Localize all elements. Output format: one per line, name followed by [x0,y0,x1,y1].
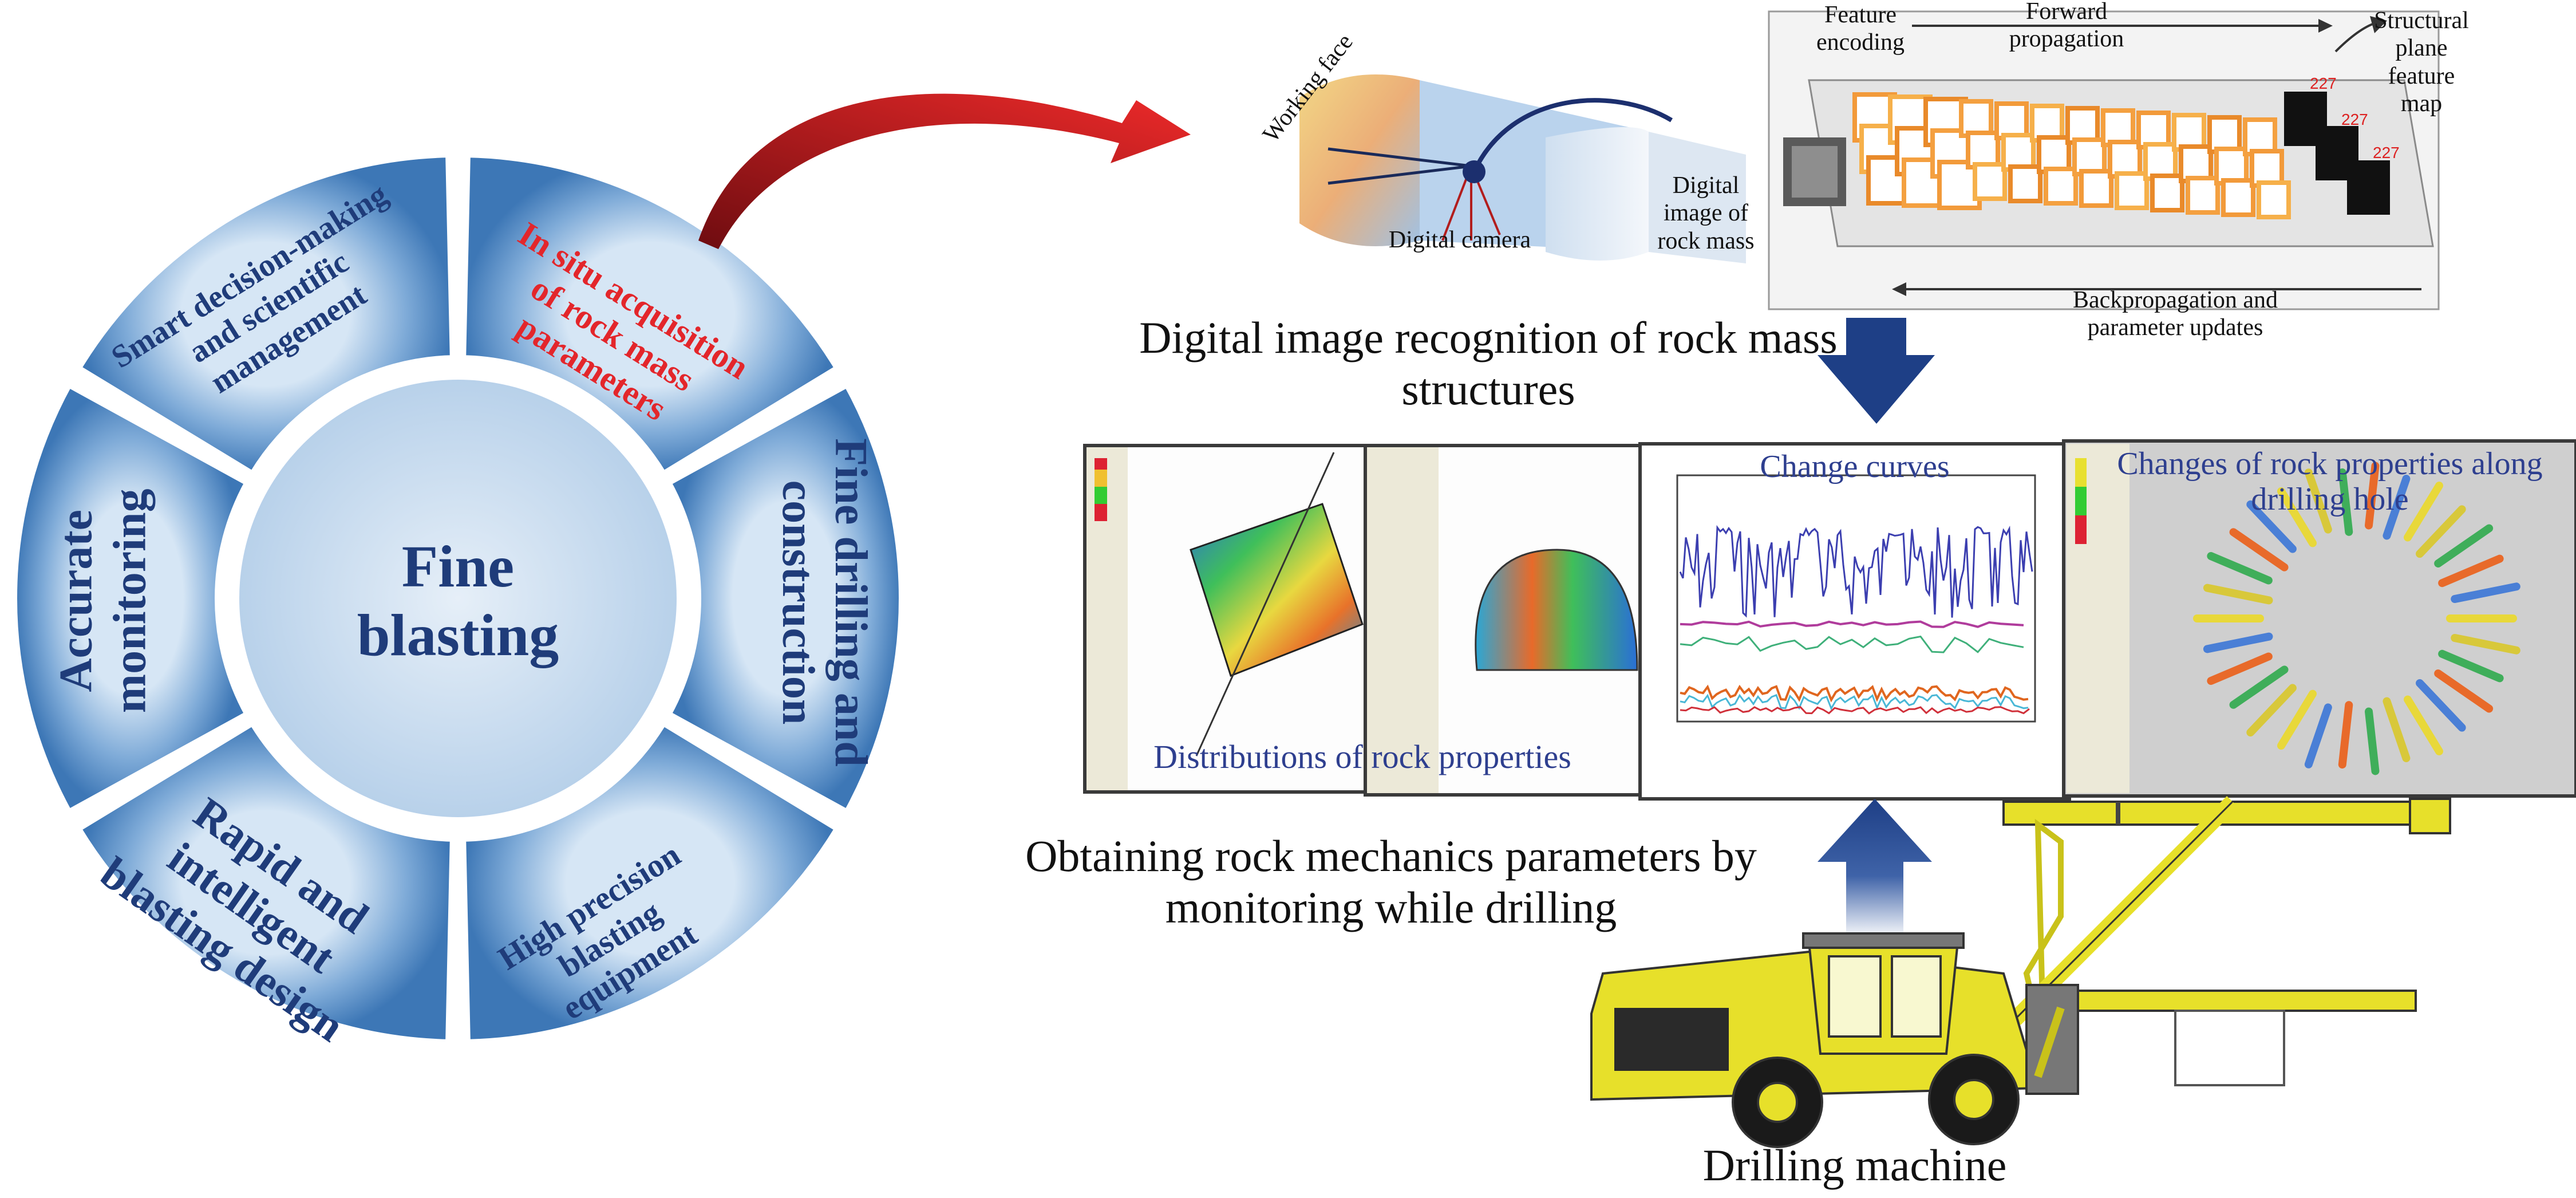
drill-hole-mark [2383,475,2411,540]
cnn-layer-block [2115,171,2149,210]
digital-image-label: Digital image of rock mass [1657,172,1755,254]
drill-hole-mark [2416,505,2466,558]
drill-hole-mark [2338,468,2353,536]
drill-hole-mark [2229,665,2289,709]
digital-camera-label: Digital camera [1388,227,1531,253]
drill-hole-mark [2207,652,2273,685]
drill-hole-mark [2203,632,2273,653]
cnn-layer-block [1973,162,2007,201]
drill-hole-mark [2438,649,2504,683]
drill-hole-mark [2203,584,2273,605]
backprop-label: Backpropagation and parameter updates [2072,287,2278,341]
cnn-layer-block [2150,174,2184,212]
panel-title-changes-along: Changes of rock properties along drillin… [2117,446,2543,517]
drill-hole-mark [2338,701,2353,769]
cnn-layer-block [2186,176,2220,215]
drill-hole-mark [2277,487,2317,547]
drill-hole-mark [2277,689,2317,750]
drill-hole-mark [2304,703,2332,769]
cnn-layer-block [2008,164,2042,203]
drill-hole-mark [2416,679,2466,732]
cnn-layer-block [2221,178,2255,217]
drill-hole-mark [2246,684,2297,737]
panel-distributions-left [1083,444,1373,794]
panel-change-curves [1638,442,2071,801]
drill-hole-mark [2207,552,2273,585]
drill-hole-mark [2404,481,2443,542]
caption-obtaining: Obtaining rock mechanics parameters by m… [1025,831,1757,932]
cnn-layer-block [2257,180,2291,219]
drill-hole-mark [2383,697,2411,762]
cnn-layer-block [2108,140,2142,179]
drill-hole-mark [2451,582,2520,604]
cnn-layer-block [2079,169,2113,208]
wheel [11,152,904,1045]
cnn-layer-block [2214,147,2249,186]
cnn-layer-block [2179,144,2213,183]
drilling-machine [1590,796,2451,1148]
drill-hole-mark [2434,669,2494,713]
working-face-illustration [1299,74,1746,263]
cnn-layer-block [2143,142,2178,181]
wheel-center [239,380,677,817]
structural-map-label: Structural plane feature map [2374,7,2469,117]
cnn-layer-block [2207,115,2242,154]
drill-hole-mark [2438,554,2504,588]
cnn-number: 227 [2310,74,2337,92]
drill-hole-mark [2434,524,2494,568]
forward-propagation-label: Forward propagation [2009,0,2124,53]
curved-red-arrow [698,93,1191,249]
cnn-layer-block [2037,135,2071,174]
cnn-number: 227 [2341,111,2368,128]
wheel-center-label: Fine blasting [357,534,559,668]
cnn-diagram: 227 227 227 [1768,10,2440,310]
panel-distributions-right [1364,444,1650,797]
drill-hole-mark [2246,500,2297,553]
segment-fine-drilling-label: Fine drilling and construction [773,438,876,767]
caption-drilling-machine: Drilling machine [1702,1140,2007,1190]
panel-drill-hole [2062,439,2576,798]
segment-accurate-monitoring-label: Accurate monitoring [49,488,156,714]
caption-recognition: Digital image recognition of rock mass s… [1139,313,1838,414]
down-arrow [1818,318,1935,424]
cnn-number: 227 [2373,144,2400,161]
drill-hole-mark [2364,707,2380,775]
drill-hole-mark [2229,528,2289,572]
drill-hole-mark [2404,695,2443,756]
feature-encoding-label: Feature encoding [1816,2,1905,56]
up-arrow [1818,799,1932,939]
drill-hole-mark [2451,633,2520,655]
drill-hole-mark [2304,468,2332,534]
panel-title-change-curves: Change curves [1760,449,1950,484]
cnn-layer-block [2001,133,2036,172]
cnn-layer-block [2044,167,2078,206]
drill-hole-mark [2364,462,2380,530]
panel-title-distributions: Distributions of rock properties [1153,738,1571,775]
